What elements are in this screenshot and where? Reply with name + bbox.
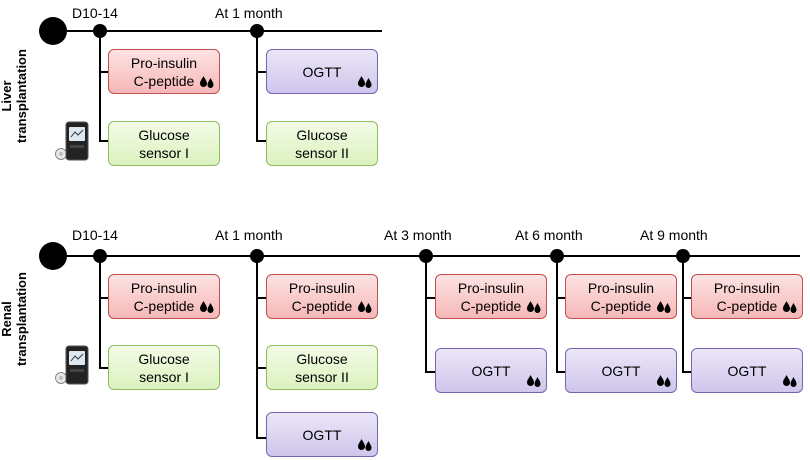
renal-branch-d10-14: [99, 256, 101, 368]
liver-connector: [256, 71, 266, 73]
liver-side-label: Liver transplantation: [0, 49, 29, 143]
liver-connector: [99, 71, 108, 73]
renal-timepoint-9-month: At 9 month: [640, 227, 708, 243]
renal-glucose-sensor-2-box: Glucose sensor II: [266, 345, 378, 390]
renal-connector: [682, 371, 691, 373]
liver-proinsulin-box: Pro-insulin C-peptide: [108, 49, 220, 94]
renal-9-month-ogtt-box: OGTT: [691, 348, 803, 393]
blood-drops-icon: [199, 75, 215, 89]
renal-branch-3-month: [425, 256, 427, 372]
renal-connector: [99, 297, 108, 299]
liver-timeline: [52, 30, 382, 32]
blood-drops-icon: [656, 300, 672, 314]
liver-timepoint-d10-14: D10-14: [72, 5, 118, 21]
renal-connector: [99, 367, 108, 369]
liver-connector: [99, 140, 108, 142]
renal-side-label: Renal transplantation: [0, 272, 29, 366]
renal-6-month-proinsulin-box: Pro-insulin C-peptide: [565, 274, 677, 319]
renal-6-month-ogtt-box: OGTT: [565, 348, 677, 393]
renal-connector: [256, 437, 266, 439]
renal-timepoint-6-month: At 6 month: [515, 227, 583, 243]
glucose-sensor-device-icon: [54, 342, 92, 388]
blood-drops-icon: [357, 300, 373, 314]
renal-branch-6-month: [556, 256, 558, 372]
blood-drops-icon: [782, 374, 798, 388]
liver-ogtt-box: OGTT: [266, 49, 378, 94]
blood-drops-icon: [526, 300, 542, 314]
liver-timepoint-1-month: At 1 month: [215, 5, 283, 21]
renal-branch-1-month: [256, 256, 258, 438]
renal-3-month-ogtt-box: OGTT: [435, 348, 547, 393]
renal-branch-9-month: [682, 256, 684, 372]
renal-connector: [556, 297, 565, 299]
renal-9-month-proinsulin-box: Pro-insulin C-peptide: [691, 274, 803, 319]
liver-branch-d10-14: [99, 31, 101, 141]
renal-connector: [682, 297, 691, 299]
blood-drops-icon: [782, 300, 798, 314]
liver-timeline-start: [39, 17, 67, 45]
renal-connector: [556, 371, 565, 373]
renal-d10-14-proinsulin-box: Pro-insulin C-peptide: [108, 274, 220, 319]
renal-transplantation-section: Renal transplantation D10-14 At 1 month …: [0, 215, 810, 460]
blood-drops-icon: [656, 374, 672, 388]
renal-timepoint-d10-14: D10-14: [72, 227, 118, 243]
renal-1-month-ogtt-box: OGTT: [266, 412, 378, 457]
blood-drops-icon: [199, 300, 215, 314]
renal-timepoint-1-month: At 1 month: [215, 227, 283, 243]
liver-glucose-sensor-2-box: Glucose sensor II: [266, 121, 378, 166]
renal-connector: [256, 367, 266, 369]
liver-connector: [256, 140, 266, 142]
renal-1-month-proinsulin-box: Pro-insulin C-peptide: [266, 274, 378, 319]
renal-timepoint-3-month: At 3 month: [384, 227, 452, 243]
liver-glucose-sensor-1-box: Glucose sensor I: [108, 121, 220, 166]
blood-drops-icon: [526, 374, 542, 388]
renal-timeline-start: [39, 242, 67, 270]
blood-drops-icon: [357, 438, 373, 452]
renal-glucose-sensor-1-box: Glucose sensor I: [108, 345, 220, 390]
renal-connector: [425, 297, 435, 299]
renal-connector: [425, 371, 435, 373]
blood-drops-icon: [357, 75, 373, 89]
liver-branch-1-month: [256, 31, 258, 141]
renal-connector: [256, 297, 266, 299]
renal-3-month-proinsulin-box: Pro-insulin C-peptide: [435, 274, 547, 319]
glucose-sensor-device-icon: [54, 118, 92, 164]
liver-transplantation-section: Liver transplantation D10-14 At 1 month …: [0, 0, 810, 200]
